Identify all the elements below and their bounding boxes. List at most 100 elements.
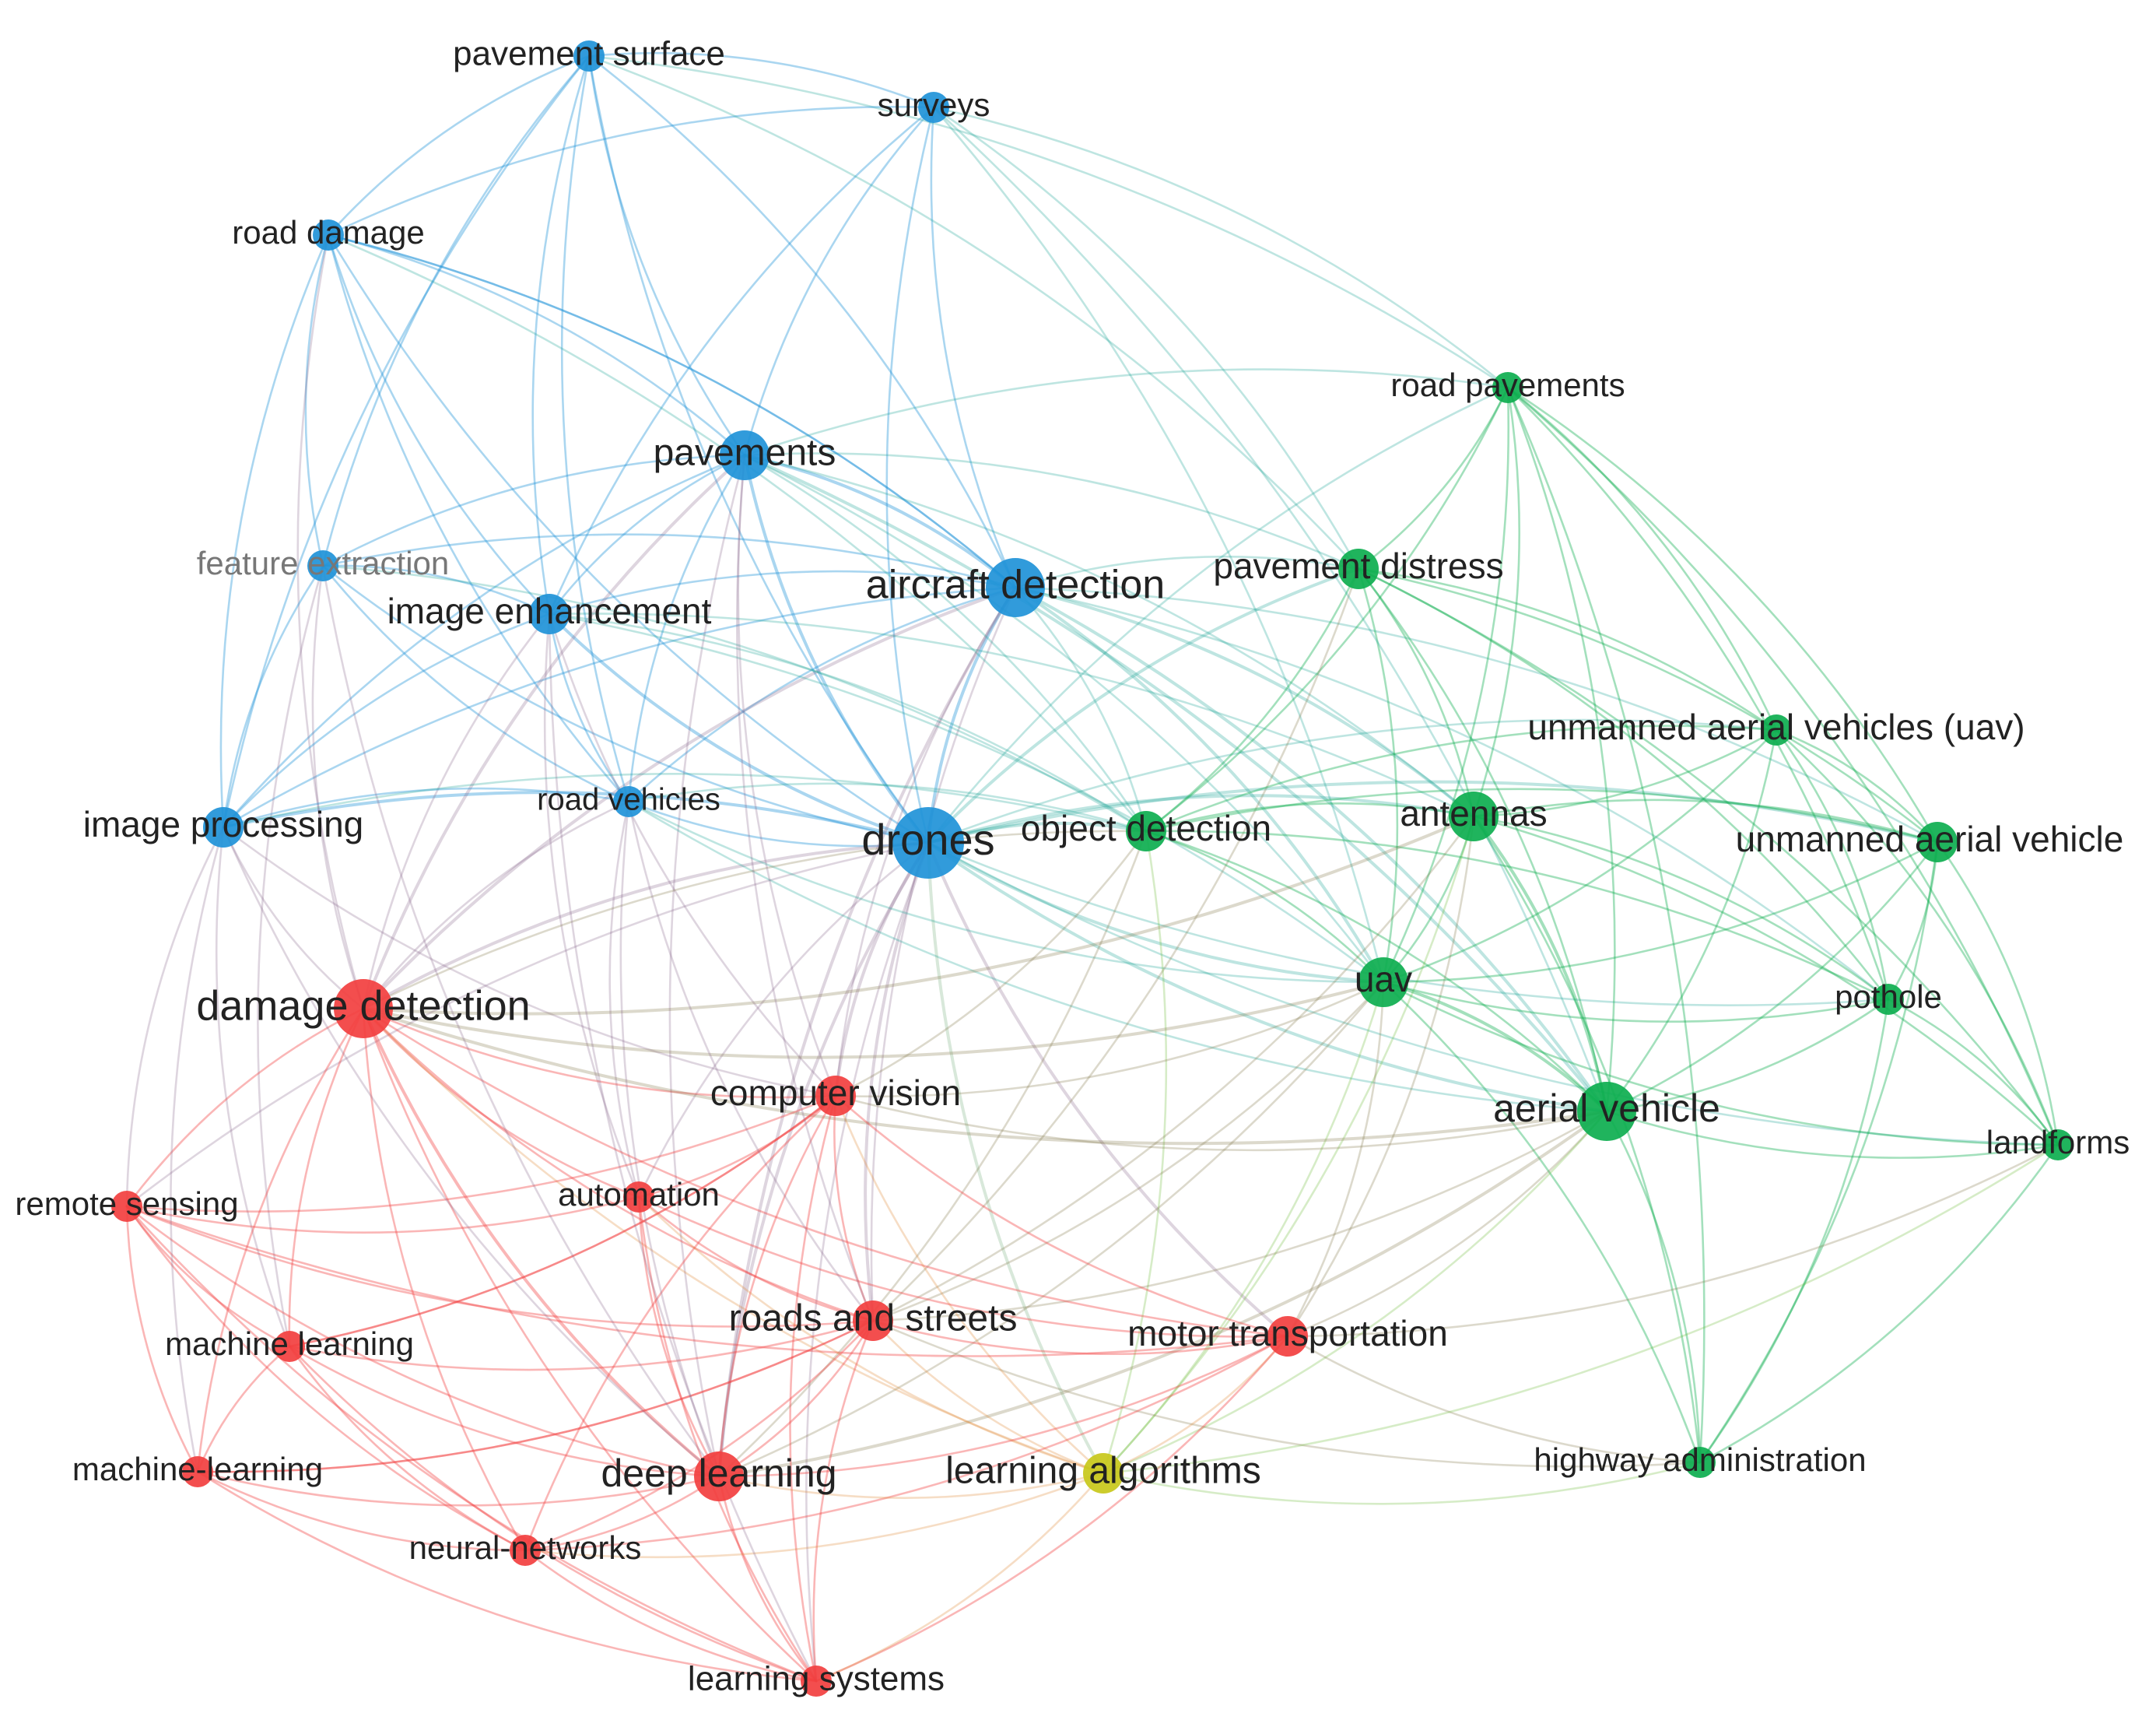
edge-damage_detection-machine_learning	[288, 1007, 365, 1348]
edge-pothole-aerial_vehicle	[1605, 998, 1890, 1113]
node-automation[interactable]	[623, 1181, 654, 1213]
node-label-feature-extraction: feature extraction	[197, 545, 450, 581]
edge-road_damage-damage_detection	[296, 233, 365, 1010]
edge-drones-automation	[637, 841, 930, 1199]
edge-aircraft_detection-object_detection	[1014, 586, 1148, 833]
edge-pavements-aerial_vehicle	[743, 454, 1608, 1113]
edge-image_enhancement-antennas	[548, 613, 1475, 818]
node-label-automation: automation	[558, 1176, 720, 1213]
node-motor-transportation[interactable]	[1267, 1316, 1308, 1357]
node-remote-sensing[interactable]	[111, 1191, 142, 1222]
edge-road_vehicles-damage_detection	[362, 800, 630, 1010]
node-road-vehicles[interactable]	[613, 786, 644, 817]
edge-object_detection-uav	[1145, 830, 1385, 984]
edge-damage_detection-machine_learning_h	[196, 1007, 365, 1473]
node-computer-vision[interactable]	[815, 1076, 856, 1116]
edge-uav_paren-object_detection	[1145, 725, 1778, 833]
edge-roads_and_streets-learning_algorithms	[871, 1319, 1105, 1475]
edge-machine_learning-machine_learning_h	[196, 1345, 291, 1473]
edge-computer_vision-remote_sensing	[125, 1094, 837, 1213]
node-antennas[interactable]	[1449, 792, 1499, 841]
edge-damage_detection-roads_and_streets	[362, 1007, 875, 1322]
edge-pavement_distress-landforms	[1357, 567, 2060, 1146]
edge-feature_extraction-road_vehicles	[321, 564, 630, 803]
edge-aircraft_detection-feature_extraction	[321, 533, 1017, 589]
node-pavement-surface[interactable]	[573, 40, 605, 72]
node-pothole[interactable]	[1873, 984, 1904, 1015]
edge-pavement_distress-aerial_vehicle	[1357, 567, 1608, 1113]
node-road-damage[interactable]	[313, 219, 344, 251]
node-image-processing[interactable]	[203, 807, 244, 848]
node-learning-systems[interactable]	[801, 1666, 832, 1697]
node-unmanned-aerial-vehicle[interactable]	[1917, 822, 1958, 862]
node-object-detection[interactable]	[1126, 811, 1166, 851]
node-surveys[interactable]	[918, 92, 949, 123]
edge-drones-computer_vision	[834, 841, 930, 1097]
edge-remote_sensing-learning_systems	[125, 1205, 818, 1683]
edge-image_processing-computer_vision	[222, 826, 837, 1097]
edge-aircraft_detection-road_vehicles	[627, 586, 1017, 803]
edge-pavements-pavement_surface	[587, 54, 746, 457]
edge-motor_transportation-learning_systems	[815, 1335, 1289, 1683]
node-feature-extraction[interactable]	[307, 550, 338, 581]
node-label-drones: drones	[861, 815, 994, 864]
edge-damage_detection-automation	[362, 1007, 640, 1199]
node-deep-learning[interactable]	[694, 1451, 744, 1501]
edge-pavements-road_pavements	[743, 368, 1509, 457]
node-pavement-distress[interactable]	[1338, 549, 1379, 589]
edge-machine_learning_h-deep_learning	[196, 1470, 720, 1507]
node-machine-learning-h[interactable]	[182, 1456, 213, 1487]
edge-pavement_surface-feature_extraction	[321, 54, 591, 567]
node-label-uav-paren: unmanned aerial vehicles (uav)	[1527, 707, 2025, 747]
edge-feature_extraction-damage_detection	[311, 564, 365, 1010]
node-landforms[interactable]	[2042, 1129, 2074, 1160]
edge-learning_algorithms-landforms	[1102, 1143, 2060, 1475]
edge-damage_detection-uav	[362, 981, 1385, 1059]
edge-object_detection-computer_vision	[834, 830, 1148, 1097]
edge-surveys-image_enhancement	[548, 106, 935, 616]
edge-machine_learning_h-roads_and_streets	[196, 1319, 875, 1473]
edge-uav_paren-unmanned_aerial_vehicle	[1775, 728, 1939, 844]
node-drones[interactable]	[892, 807, 964, 879]
node-aircraft-detection[interactable]	[986, 558, 1045, 617]
node-label-image-enhancement: image enhancement	[387, 591, 712, 631]
edge-road_damage-object_detection	[327, 233, 1148, 833]
edge-object_detection-antennas	[1145, 802, 1475, 833]
edge-unmanned_aerial_vehicle-landforms	[1936, 841, 2060, 1146]
node-damage-detection[interactable]	[334, 979, 393, 1038]
edge-pavement_surface-image_processing	[222, 54, 591, 829]
node-neural-networks[interactable]	[510, 1535, 541, 1566]
node-image-enhancement[interactable]	[529, 594, 570, 634]
edge-drones-antennas	[927, 794, 1475, 844]
edge-aircraft_detection-roads_and_streets	[870, 586, 1017, 1322]
edge-object_detection-aerial_vehicle	[1145, 830, 1608, 1113]
edge-damage_detection-learning_systems	[362, 1007, 818, 1683]
edge-aircraft_detection-image_enhancement	[548, 570, 1017, 616]
edge-machine_learning-roads_and_streets	[288, 1319, 875, 1371]
edge-pavements-computer_vision	[737, 454, 837, 1097]
node-learning-algorithms[interactable]	[1083, 1453, 1124, 1494]
node-uav-paren[interactable]	[1761, 714, 1792, 746]
edge-road_pavements-object_detection	[1145, 386, 1509, 833]
edge-road_pavements-pavement_distress	[1357, 386, 1509, 570]
edge-antennas-motor_transportation	[1286, 815, 1475, 1338]
edge-computer_vision-learning_systems	[789, 1094, 837, 1683]
edge-drones-unmanned_aerial_vehicle	[927, 780, 1939, 844]
node-highway-administration[interactable]	[1684, 1447, 1716, 1478]
edge-feature_extraction-deep_learning	[321, 564, 720, 1478]
edge-drones-damage_detection	[362, 841, 930, 1010]
edge-pothole-landforms	[1887, 998, 2060, 1146]
edge-road_damage-feature_extraction	[304, 233, 330, 567]
edge-road_pavements-antennas	[1472, 386, 1521, 818]
node-roads-and-streets[interactable]	[853, 1301, 893, 1341]
node-machine-learning[interactable]	[274, 1331, 305, 1362]
node-uav[interactable]	[1358, 957, 1408, 1007]
edge-machine_learning_h-neural_networks	[196, 1470, 527, 1552]
edge-deep_learning-learning_algorithms	[717, 1472, 1105, 1499]
node-label-learning-algorithms: learning algorithms	[945, 1451, 1261, 1492]
node-pavements[interactable]	[720, 430, 769, 480]
edge-pavement_surface-pavement_distress	[587, 54, 1360, 570]
node-aerial-vehicle[interactable]	[1577, 1082, 1636, 1141]
node-road-pavements[interactable]	[1492, 372, 1523, 403]
edge-highway_administration-roads_and_streets	[871, 1319, 1702, 1468]
